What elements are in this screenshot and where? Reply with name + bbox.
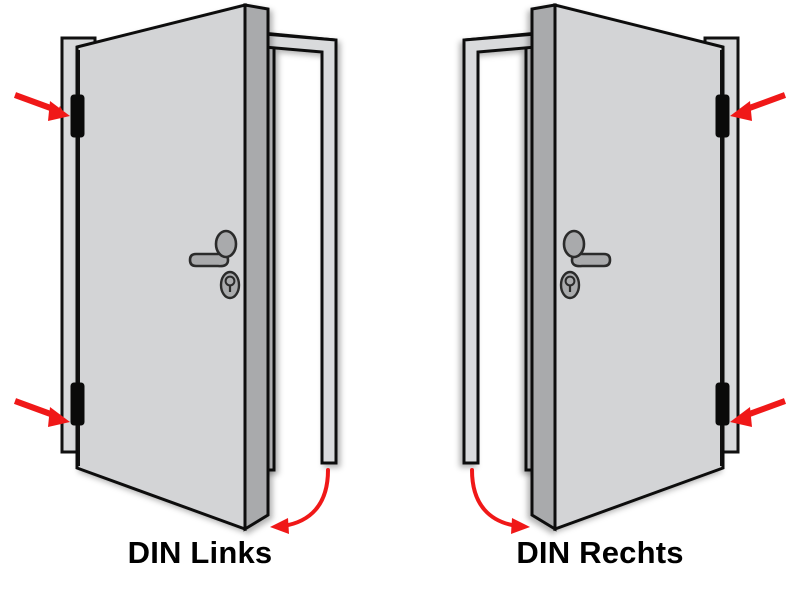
swing-arrow-right-panel [470, 468, 530, 534]
upper-hinge-icon [70, 94, 85, 138]
door-edge-thickness [243, 3, 270, 532]
door-frame-left-panel [260, 31, 338, 472]
lower-hinge-icon [715, 382, 730, 426]
lower-hinge-icon [70, 382, 85, 426]
swing-arrow-left-panel [270, 468, 330, 534]
upper-hinge-arrow-icon [13, 92, 70, 121]
door-face [75, 3, 247, 532]
door-face [553, 3, 725, 532]
door-frame-right-panel [462, 31, 540, 472]
lower-hinge-arrow-icon [13, 398, 70, 427]
upper-hinge-arrow-icon [730, 92, 787, 121]
upper-hinge-icon [715, 94, 730, 138]
panel-din-rechts [462, 3, 787, 534]
door-edge-thickness [530, 3, 557, 532]
handle-rosette-icon [214, 229, 238, 259]
caption-din-rechts: DIN Rechts [516, 535, 684, 570]
handle-rosette-icon [562, 229, 586, 259]
lower-hinge-arrow-icon [730, 398, 787, 427]
door-leaf-left-panel [75, 3, 270, 532]
panel-din-links [13, 3, 338, 534]
door-leaf-right-panel [530, 3, 725, 532]
caption-din-links: DIN Links [127, 535, 273, 570]
door-hardware-right-panel [559, 229, 612, 300]
door-hardware-left-panel [188, 229, 241, 300]
